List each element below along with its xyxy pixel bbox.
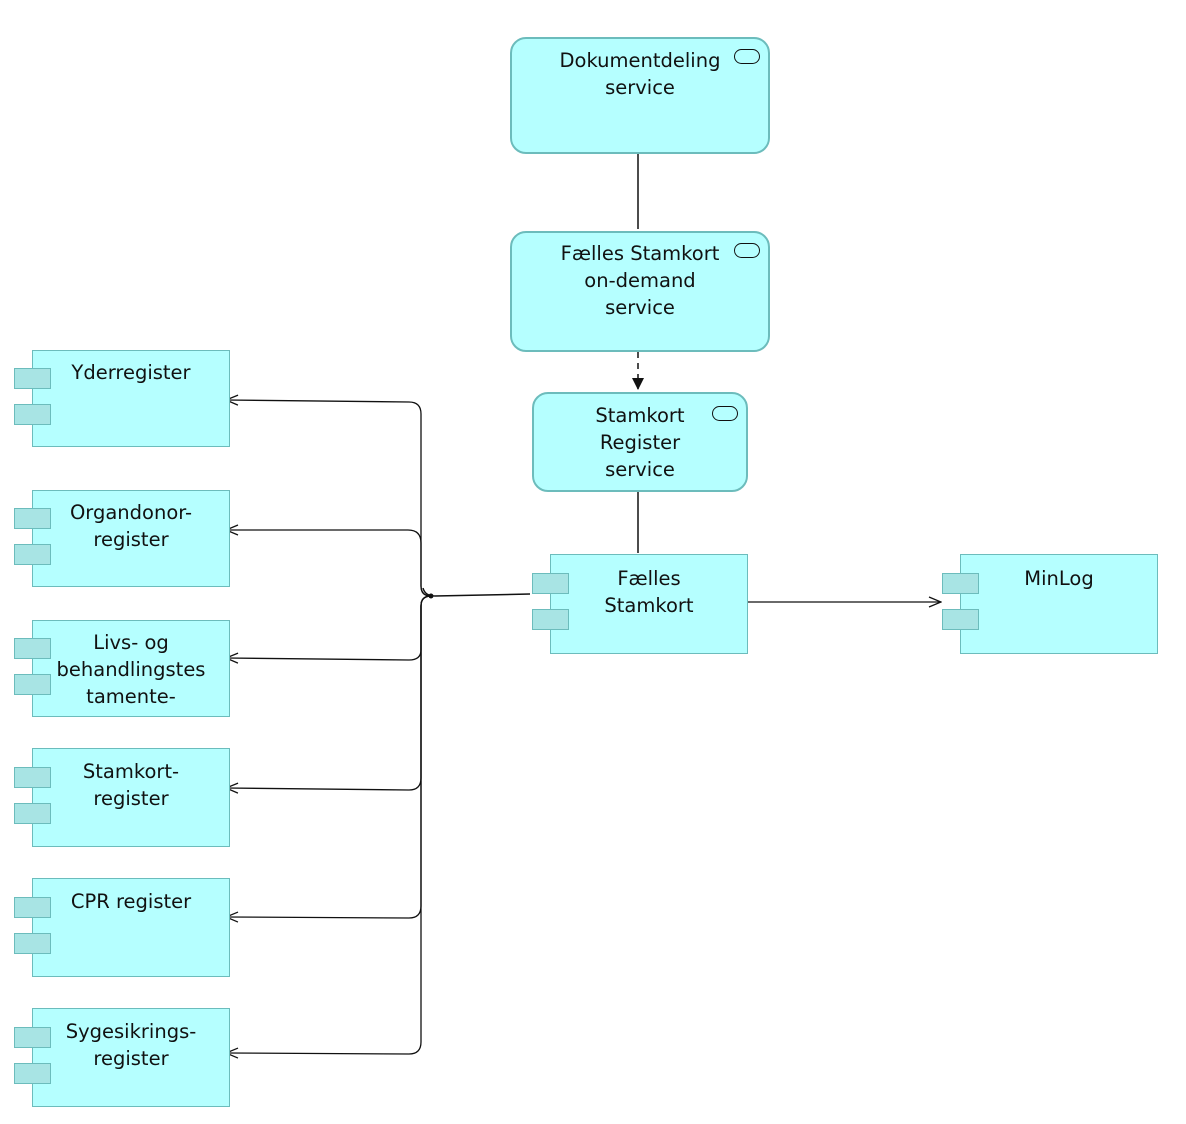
connector-to-yderregister — [226, 400, 432, 597]
component-icon-tab-bottom — [14, 404, 51, 425]
component-icon-tab-bottom — [942, 609, 979, 630]
service-faelles-stamkort-on-demand-label: Fælles Stamkort on-demand service — [560, 242, 720, 319]
service-stamkort-register-label: Stamkort Register service — [595, 404, 685, 481]
component-livs-og-behandlingstestamente[interactable]: Livs- og behandlingstes tamente- — [32, 620, 230, 717]
component-icon-tab-top — [14, 638, 51, 659]
connector-to-cpr — [226, 595, 432, 918]
component-faelles-stamkort[interactable]: Fælles Stamkort — [550, 554, 748, 654]
component-icon-tab-top — [14, 1027, 51, 1048]
service-icon — [734, 49, 760, 64]
component-sygesikringsregister[interactable]: Sygesikrings- register — [32, 1008, 230, 1107]
connector-to-organdonor — [226, 530, 432, 597]
component-icon-tab-top — [14, 897, 51, 918]
component-livs-og-behandlingstestamente-label: Livs- og behandlingstes tamente- — [56, 631, 206, 708]
component-faelles-stamkort-label: Fælles Stamkort — [604, 567, 694, 617]
service-stamkort-register[interactable]: Stamkort Register service — [532, 392, 748, 492]
component-icon-tab-top — [532, 573, 569, 594]
component-sygesikringsregister-label: Sygesikrings- register — [65, 1020, 197, 1070]
connector-to-livs — [226, 595, 432, 660]
component-yderregister[interactable]: Yderregister — [32, 350, 230, 447]
component-icon-tab-bottom — [14, 674, 51, 695]
service-icon — [712, 406, 738, 421]
component-cpr-register-label: CPR register — [70, 890, 192, 913]
component-organdonorregister-label: Organdonor- register — [69, 501, 193, 551]
service-dokumentdeling-label: Dokumentdeling service — [559, 49, 721, 99]
component-icon-tab-top — [14, 368, 51, 389]
component-icon-tab-bottom — [532, 609, 569, 630]
service-dokumentdeling[interactable]: Dokumentdeling service — [510, 37, 770, 154]
service-faelles-stamkort-on-demand[interactable]: Fælles Stamkort on-demand service — [510, 231, 770, 352]
component-cpr-register[interactable]: CPR register — [32, 878, 230, 977]
component-icon-tab-top — [942, 573, 979, 594]
component-stamkortregister[interactable]: Stamkort- register — [32, 748, 230, 847]
component-icon-tab-bottom — [14, 1063, 51, 1084]
component-icon-tab-top — [14, 508, 51, 529]
component-yderregister-label: Yderregister — [71, 361, 191, 384]
connector-to-stamkort-register — [226, 595, 432, 790]
component-icon-tab-bottom — [14, 803, 51, 824]
component-icon-tab-top — [14, 767, 51, 788]
component-minlog[interactable]: MinLog — [960, 554, 1158, 654]
component-stamkortregister-label: Stamkort- register — [82, 760, 180, 810]
component-organdonorregister[interactable]: Organdonor- register — [32, 490, 230, 587]
connector-to-sygesikring — [226, 595, 432, 1054]
component-minlog-label: MinLog — [1024, 567, 1094, 590]
component-icon-tab-bottom — [14, 933, 51, 954]
connector-faelles-bus — [422, 587, 531, 597]
component-icon-tab-bottom — [14, 544, 51, 565]
service-icon — [734, 243, 760, 258]
